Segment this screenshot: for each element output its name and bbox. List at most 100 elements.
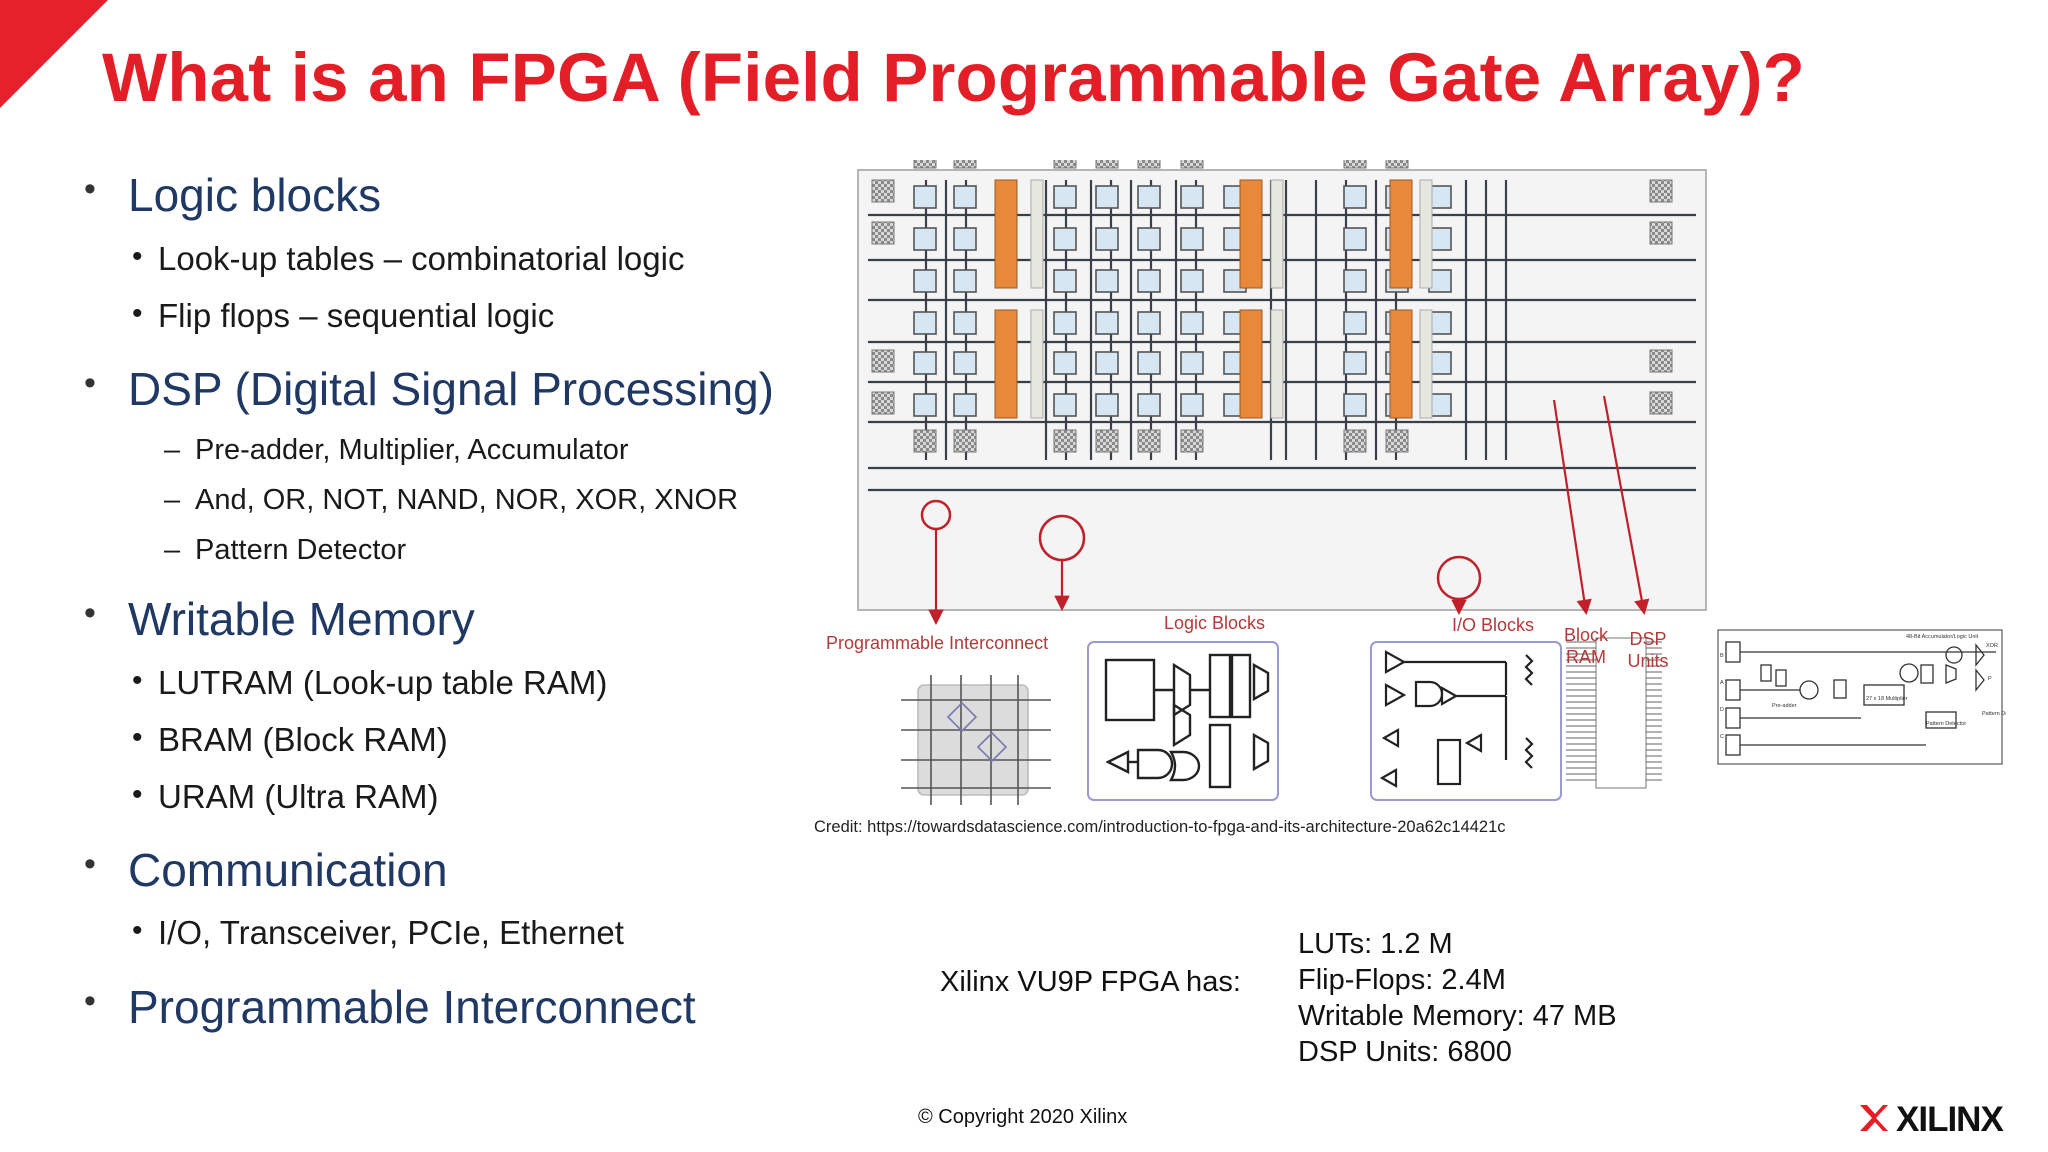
dsp-inset-label: 27 x 18 Multiplier xyxy=(1866,696,1908,702)
dsp-input-label: C xyxy=(1720,734,1724,740)
spec-dsp: DSP Units: 6800 xyxy=(1298,1036,1512,1068)
pin-package xyxy=(1595,637,1647,789)
logic-block xyxy=(1180,311,1204,335)
xilinx-x-icon xyxy=(1860,1105,1888,1131)
dsp-input-label: D xyxy=(1720,707,1724,713)
logic-block xyxy=(1137,351,1161,375)
logic-block xyxy=(913,351,937,375)
bullet-memory: Writable Memory xyxy=(84,592,475,646)
label-programmable-interconnect: Programmable Interconnect xyxy=(826,633,1049,653)
logic-block xyxy=(1095,227,1119,251)
logic-block xyxy=(953,269,977,293)
logic-block xyxy=(1095,269,1119,293)
spec-memory: Writable Memory: 47 MB xyxy=(1298,1000,1617,1032)
bullet-uram: URAM (Ultra RAM) xyxy=(132,778,439,816)
label-io-blocks: I/O Blocks xyxy=(1452,615,1535,635)
bullet-logic-blocks: Logic blocks xyxy=(84,168,381,222)
copyright: © Copyright 2020 Xilinx xyxy=(918,1106,1128,1128)
bram-column xyxy=(1239,309,1263,419)
logic-block xyxy=(1053,351,1077,375)
logic-block xyxy=(1343,311,1367,335)
bram-column xyxy=(994,309,1018,419)
logic-block xyxy=(1343,393,1367,417)
io-pad xyxy=(1180,429,1204,453)
dsp-column xyxy=(1030,179,1044,289)
dsp-inset-label: P xyxy=(1988,676,1992,682)
logic-block xyxy=(1137,227,1161,251)
interconnect-inset xyxy=(901,675,1051,805)
label-dsp-units: DSP Units xyxy=(1627,629,1669,671)
logic-block xyxy=(1095,185,1119,209)
bram-column xyxy=(1239,179,1263,289)
io-pad xyxy=(913,160,937,169)
io-pad xyxy=(1385,160,1409,169)
io-pad xyxy=(1649,349,1673,373)
bullet-list: Logic blocks Look-up tables – combinator… xyxy=(0,0,820,1100)
io-pad xyxy=(913,429,937,453)
spec-luts: LUTs: 1.2 M xyxy=(1298,928,1453,960)
image-credit: Credit: https://towardsdatascience.com/i… xyxy=(814,818,1506,836)
dsp-inset-label: Pattern Detector xyxy=(1926,721,1966,727)
callout-arrow xyxy=(1552,399,1592,616)
bullet-communication: Communication xyxy=(84,843,448,897)
io-pad xyxy=(1095,160,1119,169)
dsp-inset-label: Pre-adder xyxy=(1772,703,1797,709)
logic-block xyxy=(1343,269,1367,293)
io-pad xyxy=(1385,429,1409,453)
logic-block xyxy=(953,393,977,417)
logic-block xyxy=(1137,269,1161,293)
specs-intro: Xilinx VU9P FPGA has: xyxy=(940,966,1241,998)
logic-block xyxy=(1053,393,1077,417)
logic-block xyxy=(1137,185,1161,209)
logic-block xyxy=(1053,269,1077,293)
logic-block xyxy=(913,227,937,251)
logic-block xyxy=(1180,269,1204,293)
callout-arrow xyxy=(1602,395,1650,616)
logic-block xyxy=(1053,185,1077,209)
dsp-column xyxy=(1270,309,1284,419)
logic-block xyxy=(1343,227,1367,251)
logic-block xyxy=(953,311,977,335)
label-block-ram: Block RAM xyxy=(1563,625,1608,667)
io-pad xyxy=(1137,429,1161,453)
logic-block xyxy=(1053,227,1077,251)
dsp-input-label: B xyxy=(1720,653,1724,659)
io-pad xyxy=(1180,160,1204,169)
io-pad xyxy=(1095,429,1119,453)
fpga-blocks xyxy=(871,160,1673,453)
logic-block xyxy=(913,311,937,335)
io-pad xyxy=(871,221,895,245)
io-pad xyxy=(1053,160,1077,169)
dsp-column xyxy=(1419,179,1433,289)
bram-column xyxy=(1389,309,1413,419)
io-pad xyxy=(871,391,895,415)
dsp-detail-inset xyxy=(1717,629,2003,765)
logic-block xyxy=(1137,311,1161,335)
corner-accent xyxy=(0,0,108,108)
dsp-inset-label: XOR xyxy=(1986,643,1998,649)
io-pad xyxy=(1649,221,1673,245)
bullet-interconnect: Programmable Interconnect xyxy=(84,980,696,1034)
logic-block xyxy=(1095,393,1119,417)
io-pad xyxy=(953,429,977,453)
io-pad xyxy=(1649,391,1673,415)
logic-block xyxy=(1343,351,1367,375)
logic-block xyxy=(1095,351,1119,375)
logic-block xyxy=(953,351,977,375)
bullet-flip-flops: Flip flops – sequential logic xyxy=(132,297,554,335)
bullet-lut: Look-up tables – combinatorial logic xyxy=(132,240,685,278)
logic-block xyxy=(913,393,937,417)
bullet-dsp: DSP (Digital Signal Processing) xyxy=(84,362,774,416)
dsp-column xyxy=(1419,309,1433,419)
logic-block xyxy=(953,185,977,209)
io-pad xyxy=(871,179,895,203)
logic-blocks-inset xyxy=(1087,641,1279,801)
io-pad xyxy=(871,349,895,373)
slide-title: What is an FPGA (Field Programmable Gate… xyxy=(102,39,1805,116)
logo-text: XILINX xyxy=(1896,1100,2004,1139)
dsp-input-label: A xyxy=(1720,680,1724,686)
logic-block xyxy=(913,185,937,209)
dsp-inset-label: Pattern Detect xyxy=(1982,711,2006,717)
logic-block xyxy=(1180,393,1204,417)
